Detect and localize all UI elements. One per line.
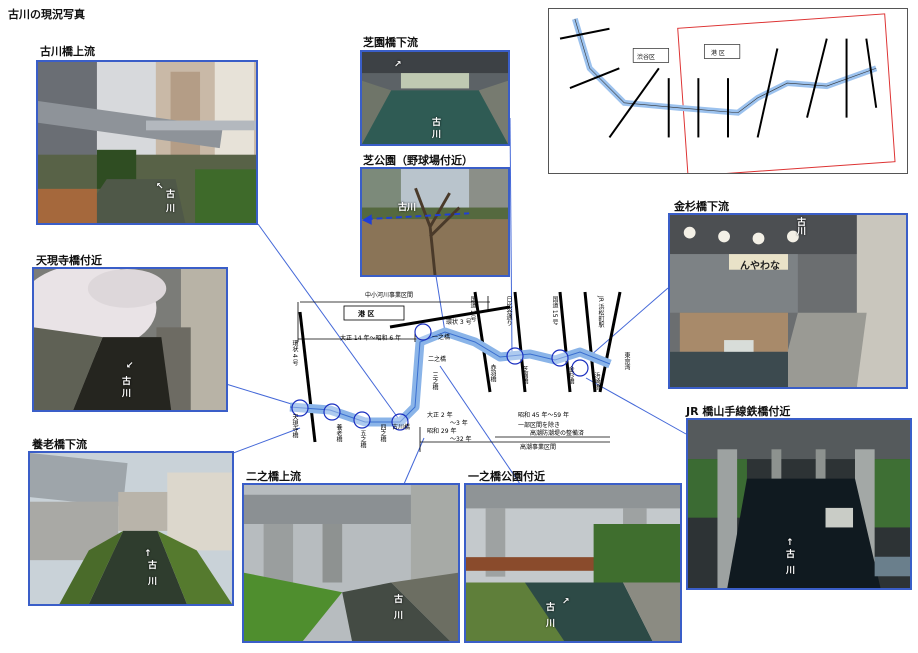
caption-furukawa-upstream: 古川橋上流	[40, 45, 95, 58]
road-label: 環状 3 号	[446, 319, 472, 326]
road-label: 環状 4 号	[291, 340, 298, 366]
road-label: 国道 1 号	[469, 296, 476, 322]
river-label: 古川	[795, 217, 805, 235]
caption-yoro-downstream: 養老橋下流	[32, 438, 87, 451]
caption-ninohashi-upstream: 二之橋上流	[246, 470, 301, 483]
photo-jr-yamanote: ↑ 古 川	[686, 418, 912, 590]
caption-shiba-park: 芝公園（野球場付近）	[363, 154, 473, 167]
bridge-label: 浜崎橋	[593, 372, 600, 390]
river-label-bottom: 川	[786, 566, 796, 576]
river-label-top: 古	[148, 561, 158, 571]
key-map: 渋谷区 港 区	[548, 8, 908, 174]
key-map-drawing	[550, 9, 906, 173]
photo-ninohashi-upstream: 古 川	[242, 483, 460, 643]
shop-sign: んやわな	[740, 261, 780, 272]
era-label-1: 大正 14 年～昭和 6 年	[340, 335, 402, 342]
ward-label: 港 区	[711, 50, 725, 57]
era-label-2b: ～3 年	[450, 420, 468, 427]
road-label: JR 浜松町駅	[597, 296, 604, 328]
river-label: 古川	[398, 203, 417, 213]
river-label-bottom: 川	[432, 130, 442, 140]
road-label: 日比谷通り	[505, 296, 512, 326]
office-section-label: 中小河川事業区間	[365, 292, 414, 299]
route-map-drawing	[289, 291, 622, 452]
photo-tengenji: ↙ 古 川	[32, 267, 228, 412]
river-label-top: 古	[546, 603, 556, 613]
page-title: 古川の現況写真	[8, 8, 85, 21]
bridge-label: 芝園橋	[521, 366, 528, 384]
caption-tengenji: 天現寺橋付近	[36, 254, 102, 267]
road-label: 東京湾	[623, 352, 630, 370]
photo-shiba-park: 古川	[360, 167, 510, 277]
era-label-2d: ～32 年	[450, 436, 472, 443]
tidal-section-label: 高潮事業区間	[520, 444, 557, 451]
note-2: 高潮防潮堤の整備済	[530, 430, 585, 437]
caption-jr-yamanote: JR 橋山手線鉄橋付近	[686, 405, 791, 418]
bridge-label: 養老橋	[335, 424, 342, 442]
bridge-label: 二之橋	[428, 356, 447, 363]
bridge-label: 四之橋	[379, 424, 386, 442]
river-label-bottom: 川	[546, 619, 556, 629]
river-label-top: 古	[122, 377, 132, 387]
photo-yoro-downstream: ↑ 古 川	[28, 451, 234, 606]
caption-ichinohashi-park: 一之橋公園付近	[468, 470, 545, 483]
river-label-bottom: 川	[148, 577, 158, 587]
river-label-bottom: 川	[394, 611, 404, 621]
photo-ichinohashi-park: 古 ↗ 川	[464, 483, 682, 643]
river-label-top: 古	[394, 595, 404, 605]
bridge-label: 五之橋	[359, 430, 366, 448]
ward-label: 港 区	[358, 310, 375, 318]
bridge-label: 一之橋	[432, 334, 451, 341]
river-label-top: 古	[166, 190, 176, 200]
caption-shibazono-downstream: 芝園橋下流	[363, 36, 418, 49]
bridge-label: 三之橋	[431, 372, 438, 390]
river-label-top: 古	[786, 550, 796, 560]
bridge-label: 天現寺橋	[291, 414, 298, 438]
bridge-label: 赤羽橋	[489, 364, 496, 382]
era-label-3: 昭和 45 年～59 年	[518, 412, 569, 419]
bridge-label: 金杉橋	[567, 366, 574, 384]
river-label-bottom: 川	[122, 389, 132, 399]
photo-shibazono-downstream: ↗ 古 川	[360, 50, 510, 146]
era-label-2a: 大正 2 年	[427, 412, 453, 419]
river-label-bottom: 川	[166, 204, 176, 214]
photo-kanasugi-downstream: んやわな 古川	[668, 213, 908, 389]
river-label-top: 古	[432, 118, 442, 128]
road-label: 国道 15 号	[551, 296, 558, 326]
photo-furukawa-upstream: ↖ 古 川	[36, 60, 258, 225]
caption-kanasugi-downstream: 金杉橋下流	[674, 200, 729, 213]
route-map: 中小河川事業区間 港 区 大正 14 年～昭和 6 年 大正 2 年 ～3 年 …	[270, 282, 645, 457]
note-1: 一部区間を除き	[518, 422, 561, 429]
era-label-2c: 昭和 29 年	[427, 428, 457, 435]
district-label: 渋谷区	[637, 54, 656, 61]
bridge-label: 古川橋	[392, 424, 411, 431]
